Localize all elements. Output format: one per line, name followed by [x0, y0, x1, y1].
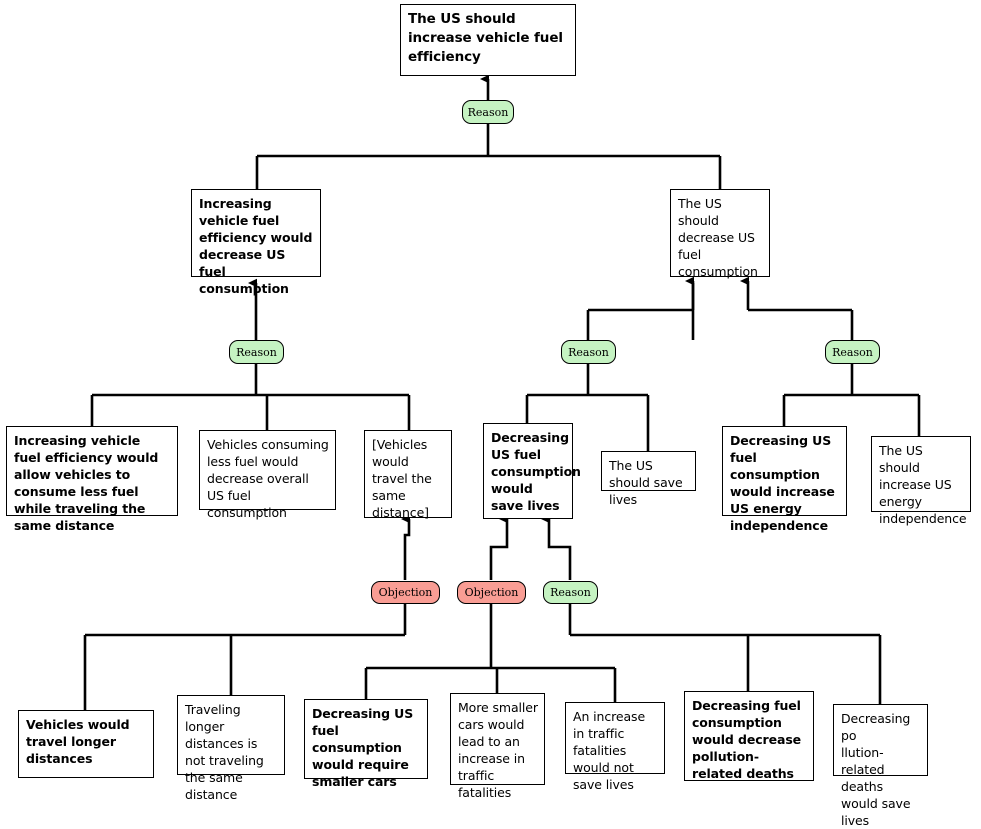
node-vehicles-consuming-less-fuel[interactable]: Vehicles consuming less fuel would decre…	[199, 430, 336, 520]
node-decreasing-consumption-energy-independence[interactable]: Decreasing US fuel consumption would inc…	[722, 426, 847, 533]
node-us-should-save-lives[interactable]: The US should save lives	[601, 451, 696, 507]
argument-map: The US should increase vehicle fuel effi…	[6, 4, 971, 828]
edge-reason-bottom-up	[541, 514, 572, 580]
node-decreasing-consumption-saves-lives[interactable]: Decreasing US fuel consumption would sav…	[483, 423, 581, 519]
node-allow-consume-less-fuel[interactable]: Increasing vehicle fuel efficiency would…	[6, 426, 178, 533]
node-more-smaller-cars-fatalities[interactable]: More smaller cars would lead to an incre…	[450, 693, 545, 800]
badge-reason-right[interactable]: Reason	[825, 340, 880, 364]
node-root-claim[interactable]: The US should increase vehicle fuel effi…	[400, 4, 576, 76]
edge-obj-left-up	[401, 514, 411, 580]
edge-obj-mid-up	[489, 514, 509, 580]
node-decreasing-consumption-requires-smaller-cars[interactable]: Decreasing US fuel consumption would req…	[304, 699, 428, 789]
badge-reason-bottom[interactable]: Reason	[543, 581, 598, 604]
node-increasing-efficiency-decreases-consumption[interactable]: Increasing vehicle fuel efficiency would…	[191, 189, 321, 296]
node-us-should-increase-energy-independence[interactable]: The US should increase US energy indepen…	[871, 436, 971, 526]
badge-objection-left[interactable]: Objection	[371, 581, 440, 604]
node-vehicles-travel-longer-distances[interactable]: Vehicles would travel longer distances	[18, 710, 154, 778]
badge-reason-left[interactable]: Reason	[229, 340, 284, 364]
badge-reason-root[interactable]: Reason	[462, 100, 514, 124]
node-traveling-longer-not-same-distance[interactable]: Traveling longer distances is not travel…	[177, 695, 285, 802]
node-pollution-deaths-save-lives[interactable]: Decreasing po llution-related deaths wou…	[833, 704, 928, 828]
node-increase-fatalities-not-save-lives[interactable]: An increase in traffic fatalities would …	[565, 702, 665, 792]
node-us-should-decrease-consumption[interactable]: The US should decrease US fuel consumpti…	[670, 189, 770, 279]
node-vehicles-travel-same-distance[interactable]: [Vehicles would travel the same distance…	[364, 430, 452, 520]
badge-objection-middle[interactable]: Objection	[457, 581, 526, 604]
badge-reason-middle[interactable]: Reason	[561, 340, 616, 364]
node-decreasing-consumption-pollution-deaths[interactable]: Decreasing fuel consumption would decrea…	[684, 691, 814, 781]
